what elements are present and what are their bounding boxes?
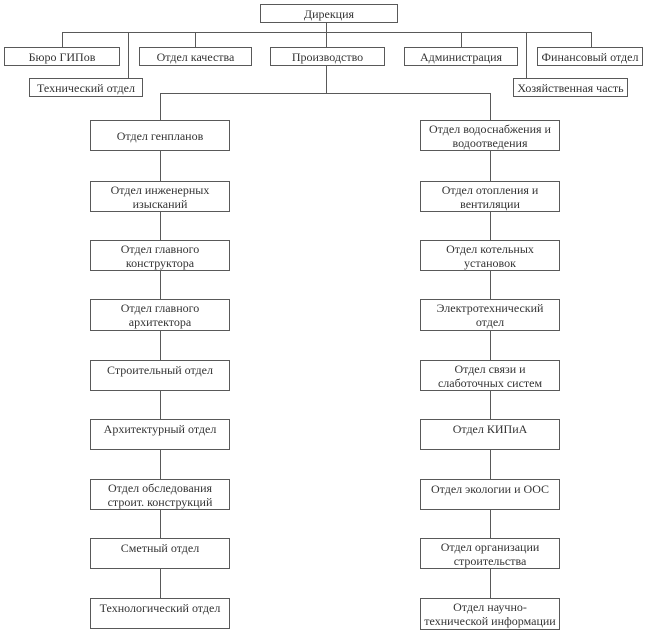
org-node-stroitelnyy-otdel: Строительный отдел (90, 360, 230, 391)
connector-left-4 (160, 331, 161, 360)
connector-left-8 (160, 569, 161, 598)
org-node-direkciya: Дирекция (260, 4, 398, 23)
org-node-otdel-obsledovaniya: Отдел обследования строит. конструкций (90, 479, 230, 510)
connector-right-1 (490, 151, 491, 181)
org-node-khozyaystvennaya-chast: Хозяйственная часть (513, 78, 628, 97)
connector-left-7 (160, 510, 161, 538)
org-node-otdel-kotelnykh-ustanovok: Отдел котельных установок (420, 240, 560, 271)
org-node-smetnyy-otdel: Сметный отдел (90, 538, 230, 569)
org-node-otdel-inzhenernykh-izyskaniy: Отдел инженерных изысканий (90, 181, 230, 212)
connector-columns-bus (160, 93, 491, 94)
connector-right-7 (490, 510, 491, 538)
connector-right-column-drop (490, 93, 491, 120)
org-node-byuro-gipov: Бюро ГИПов (4, 47, 120, 66)
connector-drop-tekhnicheskiy (128, 32, 129, 78)
connector-root-drop (326, 23, 327, 47)
connector-drop-kachestva (195, 32, 196, 47)
org-node-tekhnologicheskiy-otdel: Технологический отдел (90, 598, 230, 629)
connector-proizvodstvo-drop (326, 66, 327, 93)
connector-right-5 (490, 391, 491, 419)
org-node-otdel-kachestva: Отдел качества (139, 47, 252, 66)
connector-right-6 (490, 450, 491, 479)
connector-level2-bus (62, 32, 592, 33)
org-node-otdel-vodosnabzheniya: Отдел водоснабжения и водоотведения (420, 120, 560, 151)
org-node-otdel-glavnogo-arkhitektora: Отдел главного архитектора (90, 299, 230, 331)
org-node-otdel-nauchno-tekhnicheskoy-informatsii: Отдел научно- технической информации (420, 598, 560, 630)
org-node-finansovyy-otdel: Финансовый отдел (537, 47, 643, 66)
connector-left-1 (160, 151, 161, 181)
org-node-proizvodstvo: Производство (270, 47, 385, 66)
connector-left-5 (160, 391, 161, 419)
connector-left-6 (160, 450, 161, 479)
org-node-arkhitekturnyy-otdel: Архитектурный отдел (90, 419, 230, 450)
org-node-tekhnicheskiy-otdel: Технический отдел (29, 78, 143, 97)
org-node-otdel-glavnogo-konstruktora: Отдел главного конструктора (90, 240, 230, 271)
connector-right-4 (490, 331, 491, 360)
org-node-otdel-genplanov: Отдел генпланов (90, 120, 230, 151)
connector-left-3 (160, 271, 161, 299)
org-node-otdel-otopleniya: Отдел отопления и вентиляции (420, 181, 560, 212)
connector-drop-administratsiya (461, 32, 462, 47)
org-node-otdel-kipia: Отдел КИПиА (420, 419, 560, 450)
connector-drop-khozyaystvennaya (526, 32, 527, 78)
connector-right-8 (490, 569, 491, 598)
org-node-elektrotekhnicheskiy-otdel: Электротехнический отдел (420, 299, 560, 331)
connector-drop-byuro (62, 32, 63, 47)
org-node-administratsiya: Администрация (404, 47, 518, 66)
connector-left-column-drop (160, 93, 161, 120)
connector-right-3 (490, 271, 491, 299)
connector-drop-finansovyy (591, 32, 592, 47)
connector-left-2 (160, 212, 161, 240)
connector-right-2 (490, 212, 491, 240)
org-node-otdel-organizatsii-stroitelstva: Отдел организации строительства (420, 538, 560, 569)
org-node-otdel-ekologii: Отдел экологии и ООС (420, 479, 560, 510)
org-node-otdel-svyazi: Отдел связи и слаботочных систем (420, 360, 560, 391)
